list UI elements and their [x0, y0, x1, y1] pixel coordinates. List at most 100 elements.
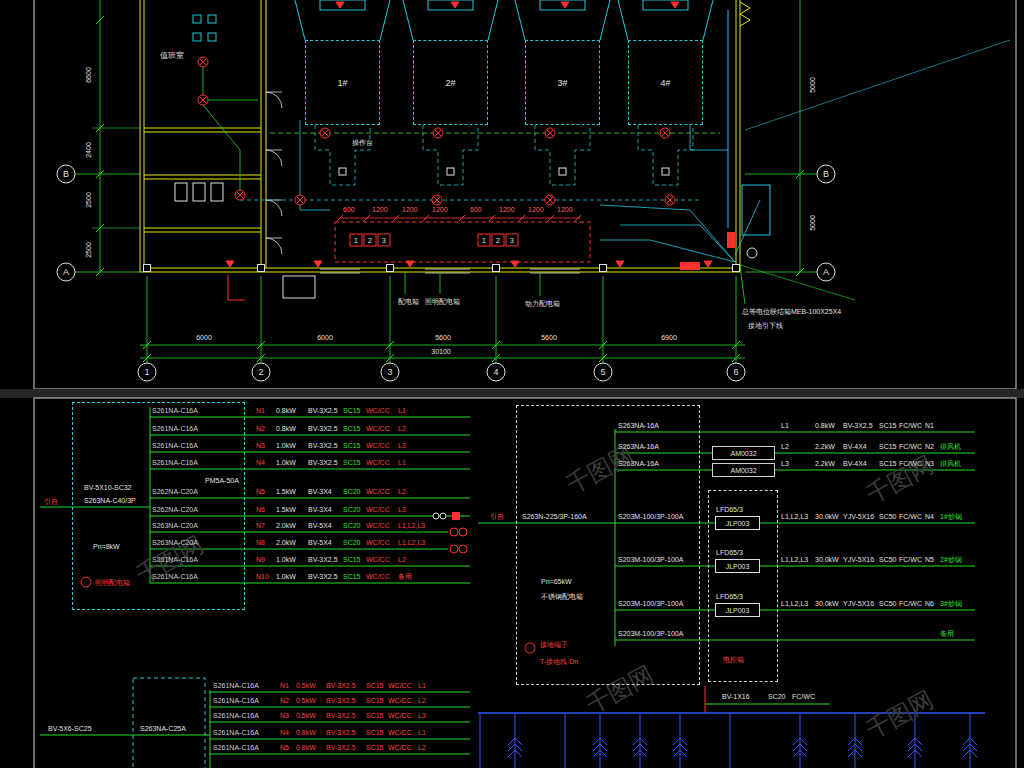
axis-label: 3 [387, 368, 392, 377]
laying-method: WC/CC [366, 425, 390, 432]
lamp-symbol [322, 130, 329, 137]
dimension: 6600 [85, 67, 92, 83]
device-type: LFD65/3 [716, 593, 743, 600]
breaker-spec: S203M-100/3P-100A [618, 630, 683, 637]
axis-line [147, 276, 148, 363]
laying-method: FC/WC [899, 460, 922, 467]
phase: L1 [418, 729, 426, 736]
dim-tick [548, 215, 554, 221]
earth-symbol [963, 750, 977, 757]
circuit-number: N2 [925, 443, 934, 450]
axis-bubble [57, 165, 75, 183]
dim-tick [143, 341, 151, 349]
laying-method: WC/CC [366, 442, 390, 449]
dim-tick [732, 341, 740, 349]
load-name: 1#炒锅 [940, 513, 962, 520]
power-circuit [300, 120, 330, 210]
equipment-label: 总等电位联结箱MEB-100X25X4 [742, 308, 841, 315]
lamp-symbol [435, 130, 442, 137]
feeder-line [150, 452, 470, 453]
breaker-spec: S203M-100/3P-100A [618, 600, 683, 607]
axis-label: A [823, 268, 829, 277]
load-name: 排风机 [940, 443, 961, 450]
breaker-spec: PM5A-50A [205, 477, 239, 484]
hood [320, 0, 365, 10]
laying-method: WC/CC [366, 488, 390, 495]
phase: L2 [398, 488, 406, 495]
wall [144, 132, 261, 133]
column [447, 168, 454, 175]
conduit-spec: SC50 [879, 513, 897, 520]
dimension-line [140, 345, 745, 346]
power-rating: 2.2kW [815, 443, 835, 450]
lamp-symbol [198, 57, 208, 67]
earth-symbol [593, 750, 607, 757]
feeder-line [760, 523, 975, 524]
column [144, 265, 151, 272]
power-rating: 0.8kW [276, 425, 296, 432]
hood [540, 0, 585, 10]
circuit-number: N3 [256, 442, 265, 449]
power-rating: 0.8kW [276, 407, 296, 414]
hood [380, 0, 390, 40]
axis-line [261, 276, 262, 363]
socket-symbol [226, 261, 234, 267]
wall [266, 0, 267, 268]
dimension: 1200 [372, 206, 388, 213]
conduit-spec: SC15 [366, 744, 384, 751]
conduit-spec: SC15 [343, 556, 361, 563]
socket-symbol [561, 2, 569, 8]
circuit-number: N2 [280, 697, 289, 704]
hood [703, 0, 713, 40]
axis-label: A [63, 268, 69, 277]
dimension-line [800, 0, 801, 272]
lamp-symbol [547, 130, 554, 137]
dimension: 1200 [528, 206, 544, 213]
lamp-symbol [198, 95, 208, 105]
conduit-spec: SC15 [366, 712, 384, 719]
conduit-spec: SC20 [768, 693, 786, 700]
meter-box: AM0032 [712, 446, 775, 460]
earth-lead [730, 713, 731, 768]
terminal-box [350, 234, 362, 246]
window [530, 273, 580, 274]
phase: L2 [781, 443, 789, 450]
dimension: 30100 [431, 348, 450, 355]
axis-bubble [817, 165, 835, 183]
column [339, 168, 346, 175]
feeder-line [150, 516, 470, 517]
power-rating: 0.8kW [296, 729, 316, 736]
feeder-line [210, 754, 470, 755]
dim-tick [492, 354, 500, 362]
axis-label: B [63, 170, 69, 179]
circuit-number: N7 [256, 522, 265, 529]
load-name: 3#炒锅 [940, 600, 962, 607]
power-rating: 1.5kW [276, 488, 296, 495]
conduit-spec: SC15 [879, 443, 897, 450]
feeder-note: 引自 [490, 513, 504, 520]
feeder-line [615, 610, 700, 611]
power-rating: 1.0kW [276, 556, 296, 563]
panel-outline [133, 678, 205, 768]
socket-symbol [704, 261, 712, 267]
room-name: 操作台 [352, 139, 373, 146]
axis-bubble [57, 263, 75, 281]
power-rating: 1.0kW [276, 459, 296, 466]
phase: L3 [398, 442, 406, 449]
conduit-spec: SC15 [366, 697, 384, 704]
axis-line [745, 174, 817, 175]
load-name: 排风机 [940, 460, 961, 467]
device-symbol [452, 512, 460, 520]
phase: L2 [398, 425, 406, 432]
conduit-spec: SC20 [343, 488, 361, 495]
circuit-number: N4 [280, 729, 289, 736]
cable-spec: BV-3X4 [308, 488, 332, 495]
laying-method: FC/WC [899, 422, 922, 429]
dim-tick [364, 215, 370, 221]
dim-tick [337, 215, 343, 221]
earth-symbol [793, 750, 807, 757]
socket-symbol [314, 261, 322, 267]
circuit-number: N10 [256, 573, 269, 580]
dim-tick [257, 341, 265, 349]
